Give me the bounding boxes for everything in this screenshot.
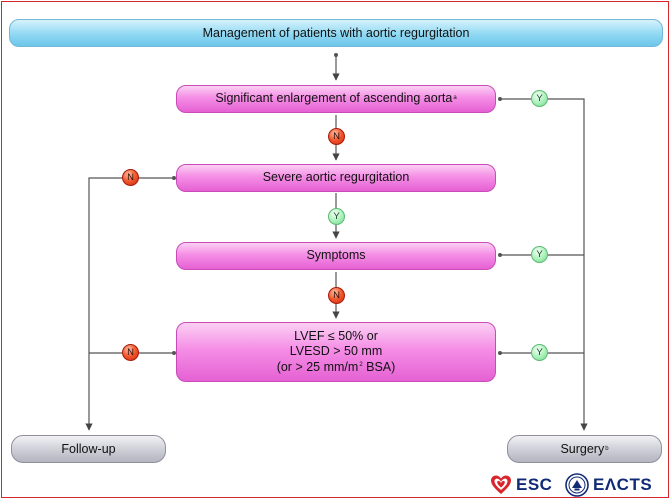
lv-criteria-line-3: (or > 25 mm/m2 BSA) (276, 359, 396, 374)
eacts-logo: EΛCTS (593, 475, 652, 495)
outcome-surgery-label: Surgery (560, 442, 605, 456)
node-aorta-enlargement-label: Significant enlargement of ascending aor… (215, 91, 453, 106)
badge-no-lv-criteria: N (122, 344, 139, 361)
line-severe-no-to-followup (85, 177, 174, 431)
footnote-a: a (453, 95, 457, 102)
diagram-title: Management of patients with aortic regur… (9, 19, 663, 47)
outcome-follow-up: Follow-up (11, 435, 166, 463)
badge-no-symptoms: N (328, 287, 345, 304)
esc-logo-text: ESC (516, 475, 553, 494)
node-lv-criteria: LVEF ≤ 50% or LVESD > 50 mm (or > 25 mm/… (176, 322, 496, 382)
node-aorta-enlargement: Significant enlargement of ascending aor… (176, 85, 496, 113)
badge-yes-symptoms: Y (531, 246, 548, 263)
lv-criteria-line-2: LVESD > 50 mm (289, 344, 383, 359)
badge-yes-severe-ar: Y (328, 208, 345, 225)
badge-no-enlargement: N (328, 128, 345, 145)
line-enlargement-yes-to-surgery (500, 98, 588, 431)
footnote-b: b (605, 446, 609, 452)
lv-criteria-line-1: LVEF ≤ 50% or (294, 328, 378, 343)
esc-heart-icon (491, 475, 511, 494)
esc-logo: ESC (516, 475, 552, 495)
eacts-logo-text: EΛCTS (593, 475, 653, 494)
node-severe-ar: Severe aortic regurgitation (176, 164, 496, 192)
node-symptoms: Symptoms (176, 242, 496, 270)
badge-no-severe-ar: N (122, 169, 139, 186)
badge-yes-enlargement: Y (531, 90, 548, 107)
badge-yes-lv-criteria: Y (531, 344, 548, 361)
eacts-seal-icon (565, 473, 589, 497)
